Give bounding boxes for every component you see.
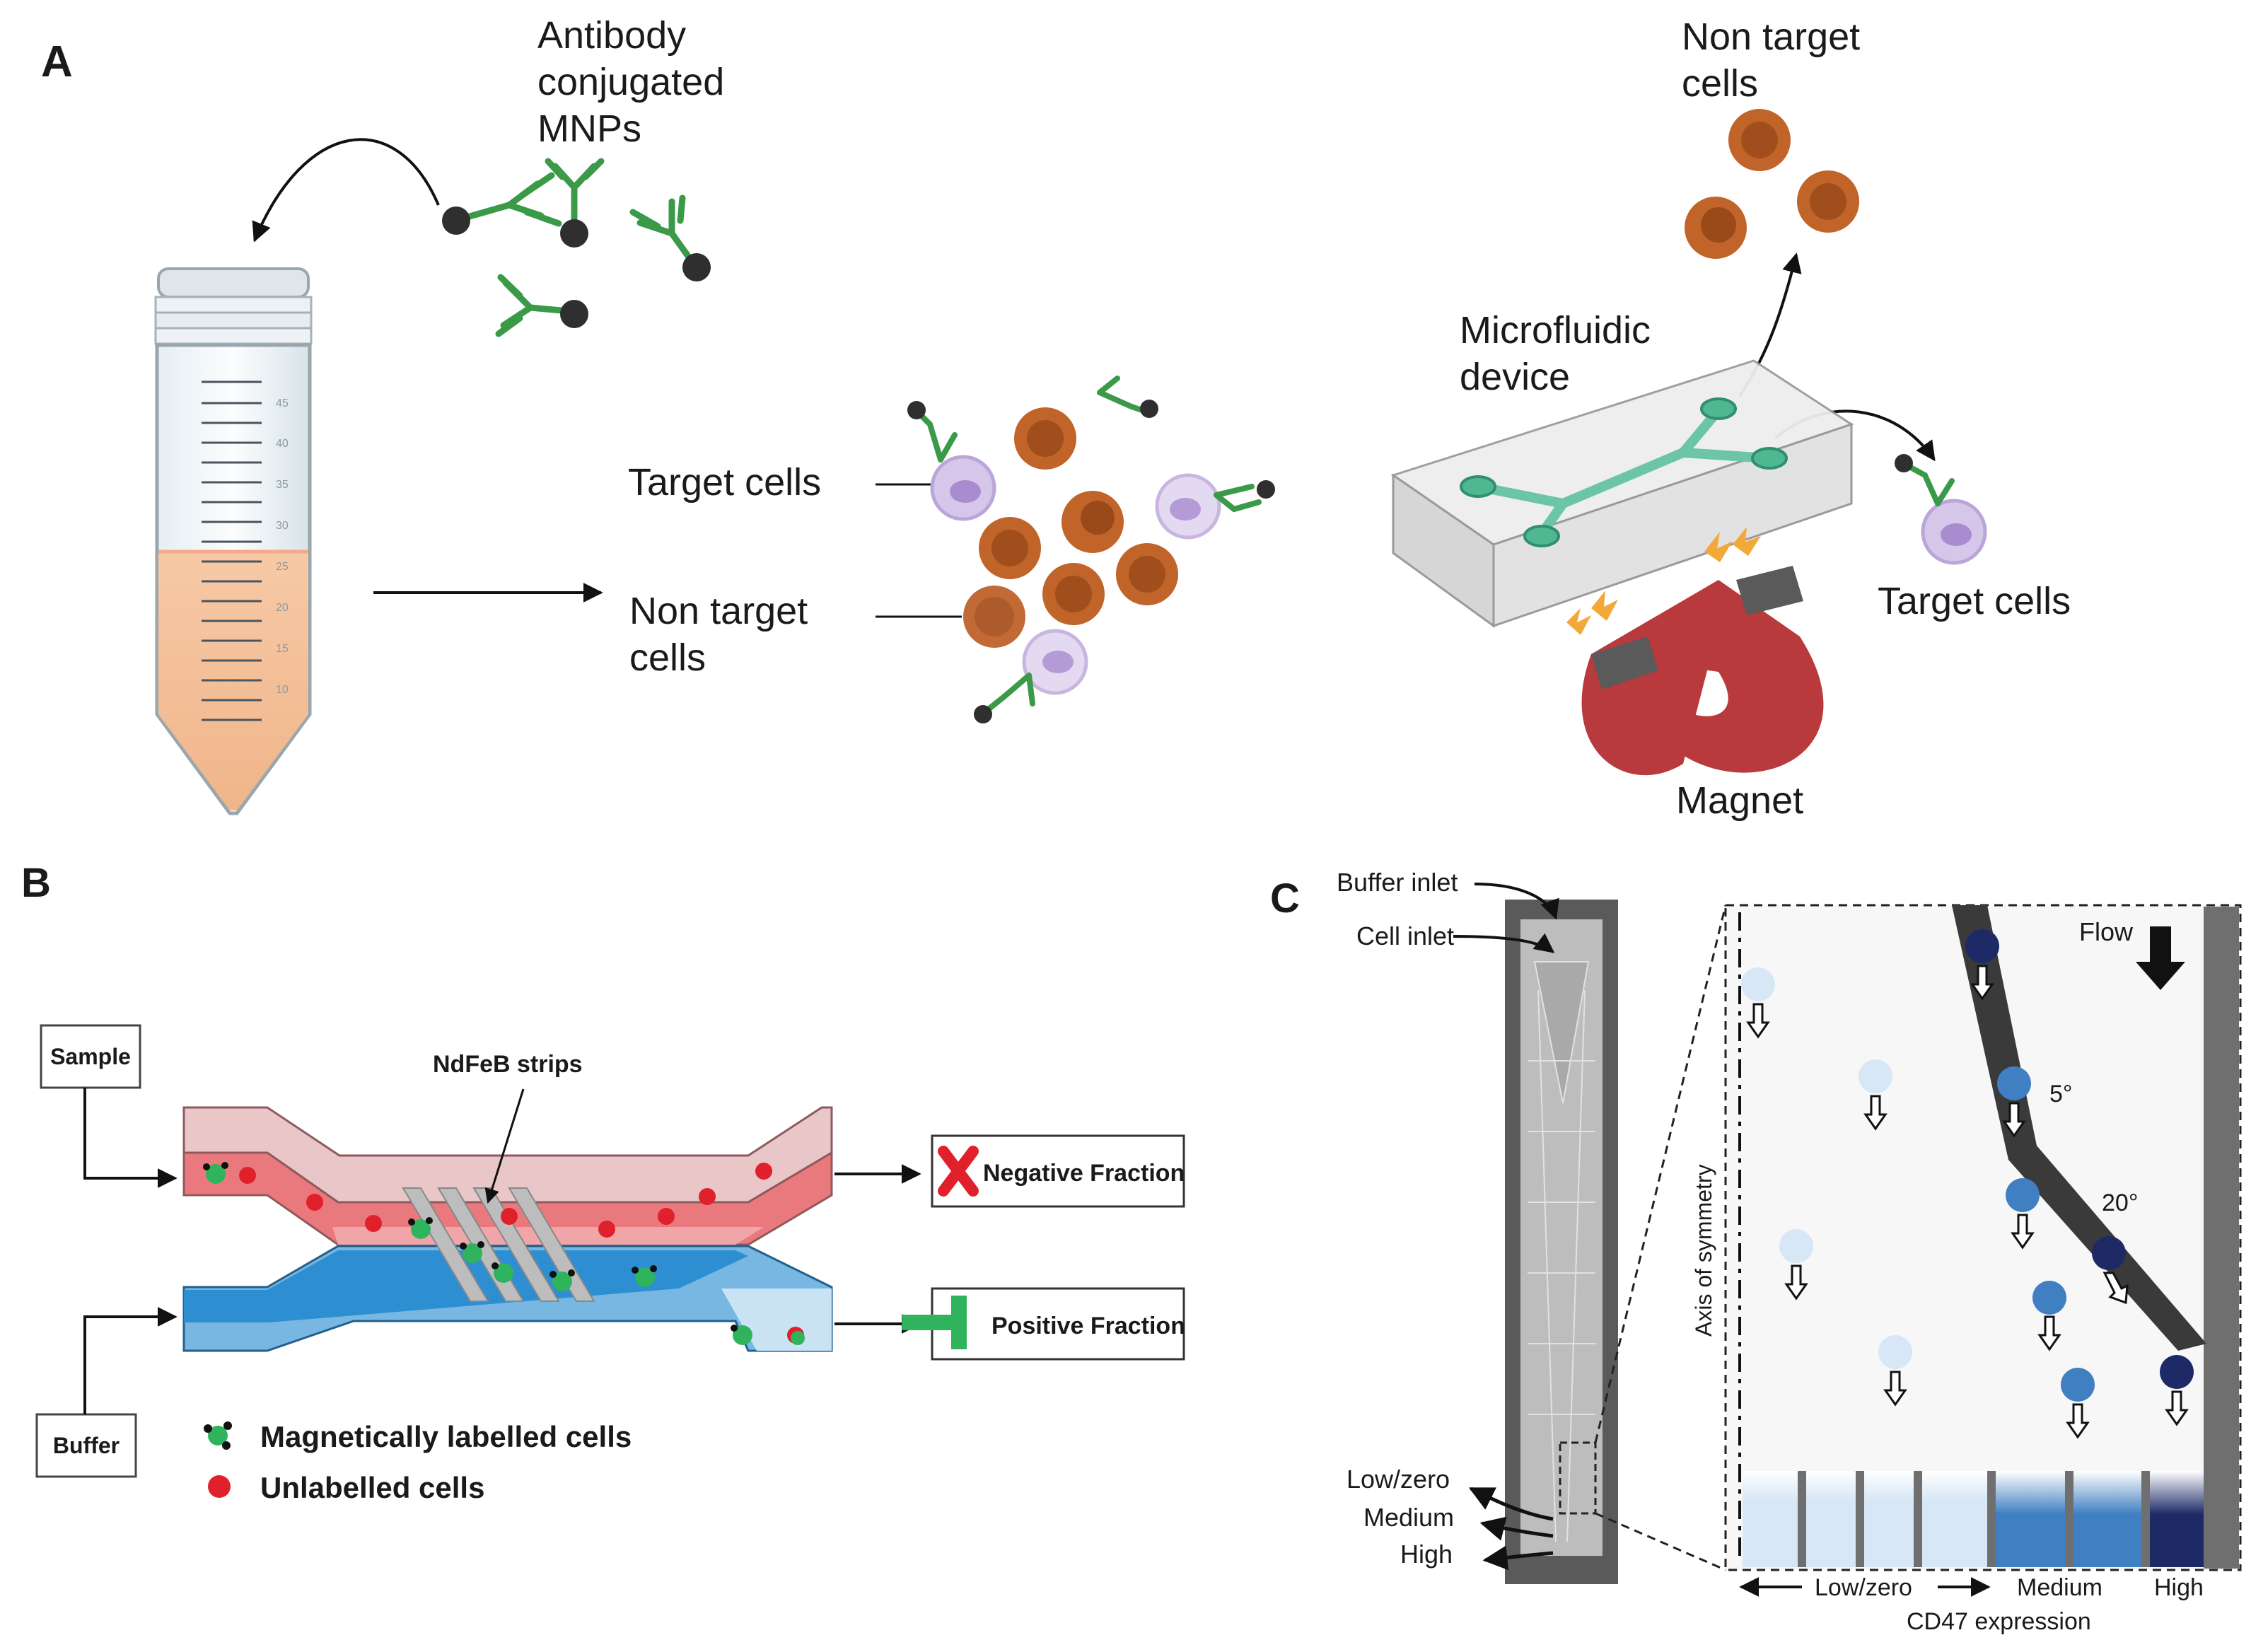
flow-label: Flow [2079,917,2134,946]
nontarget-cell [963,586,1025,648]
target-cell [930,455,996,521]
zoom-box [1559,1441,1597,1515]
tube-mark-35: 35 [276,479,289,491]
ndfeb-pointer [484,1088,525,1204]
panel-b: B Sample Buffer [21,860,1185,1504]
out-medium-label: Medium [1363,1503,1454,1532]
ndfeb-label: NdFeB strips [433,1051,583,1078]
tube-mark-30: 30 [276,520,289,532]
chip-channel-pattern [1528,961,1595,1542]
bin-high [2146,1471,2204,1567]
mnp-antibody-4 [495,274,588,337]
magnet-label: Magnet [1676,779,1803,822]
unlabelled-cells [239,1163,804,1344]
target-cell [1155,473,1221,540]
target-out-cell [1895,454,1987,565]
panel-c: C Buffer inlet Cell inlet Low/zero Mediu… [1270,868,2242,1635]
x-low-label: Low/zero [1815,1574,1912,1601]
bin-low [1743,1471,1990,1567]
centrifuge-tube: 45 40 35 30 25 20 15 10 [154,267,313,815]
buffer-label: Buffer [53,1433,120,1458]
tube-mark-40: 40 [276,438,289,450]
legend-labelled-label: Magnetically labelled cells [260,1420,632,1453]
x-medium-label: Medium [2017,1574,2102,1601]
panel-a: A Antibody conjugated MNPs [41,14,2071,822]
nontarget-out-cells [1685,109,1859,259]
negative-label: Negative Fraction [983,1160,1185,1187]
cell-inlet-label: Cell inlet [1356,921,1454,950]
panel-b-letter: B [21,860,51,906]
nontarget-cell [1061,491,1124,553]
legend-unlabelled-label: Unlabelled cells [260,1471,484,1504]
buffer-inlet-label: Buffer inlet [1337,868,1458,897]
device-label-line2: device [1460,356,1570,398]
magnet [1566,527,1824,776]
x-title-label: CD47 expression [1907,1608,2091,1635]
nontarget-cell [979,517,1041,579]
angle-20-label: 20° [2102,1189,2138,1216]
nontarget-cell [1042,563,1105,625]
tube-mark-45: 45 [276,397,289,409]
nontarget-cell [1116,543,1178,605]
out-high-label: High [1400,1540,1453,1569]
mnp-antibody-3 [629,194,711,281]
cell-mixture [907,376,1275,723]
separation-channel [182,1106,833,1352]
tube-mark-10: 10 [276,684,289,696]
axis-of-symmetry-label: Axis of symmetry [1691,1164,1716,1337]
sample-label: Sample [50,1044,131,1069]
legend-unlabelled-icon [208,1475,231,1498]
positive-box [931,1287,1185,1361]
sample-box [40,1024,141,1089]
nontarget-cells-label-line1: Non target [629,590,808,632]
target-out-label: Target cells [1878,580,2071,622]
positive-label: Positive Fraction [991,1313,1185,1339]
nontarget-cells-label-line2: cells [629,636,706,679]
labelled-cells [203,1162,805,1345]
magnetic-field-sparks [1566,527,1761,635]
x-icon [938,1146,979,1197]
legend-labelled-icon [204,1421,232,1450]
nontarget-out-label-line1: Non target [1682,16,1860,58]
mnp-antibody-2 [545,158,605,248]
x-high-label: High [2154,1574,2204,1601]
mnp-antibody-1 [442,172,562,235]
buffer-arrow [83,1307,178,1414]
plus-icon [902,1296,967,1349]
mnp-to-tube-arrow [252,138,440,243]
angle-5-label: 5° [2049,1081,2073,1107]
tube-mark-20: 20 [276,602,289,614]
panel-a-letter: A [41,37,73,86]
sample-arrow [83,1088,178,1188]
bound-antibody [907,376,1275,723]
nontarget-out-label-line2: cells [1682,62,1758,105]
mnp-label-line1: Antibody [537,14,686,57]
buffer-box [35,1413,137,1478]
tube-mark-25: 25 [276,561,289,573]
microfluidic-device [1390,359,1854,628]
nontarget-cell [1014,407,1076,470]
panel-c-letter: C [1270,876,1300,921]
device-label-line1: Microfluidic [1460,309,1651,351]
cd47-cells [1741,929,2194,1439]
target-cells-label: Target cells [628,461,821,504]
out-low-label: Low/zero [1346,1465,1450,1494]
target-cell [1022,629,1088,695]
mnp-label-line3: MNPs [537,107,641,150]
tube-mark-15: 15 [276,643,289,655]
mnp-label-line2: conjugated [537,61,724,103]
flow-arrow-icon [2136,926,2185,990]
